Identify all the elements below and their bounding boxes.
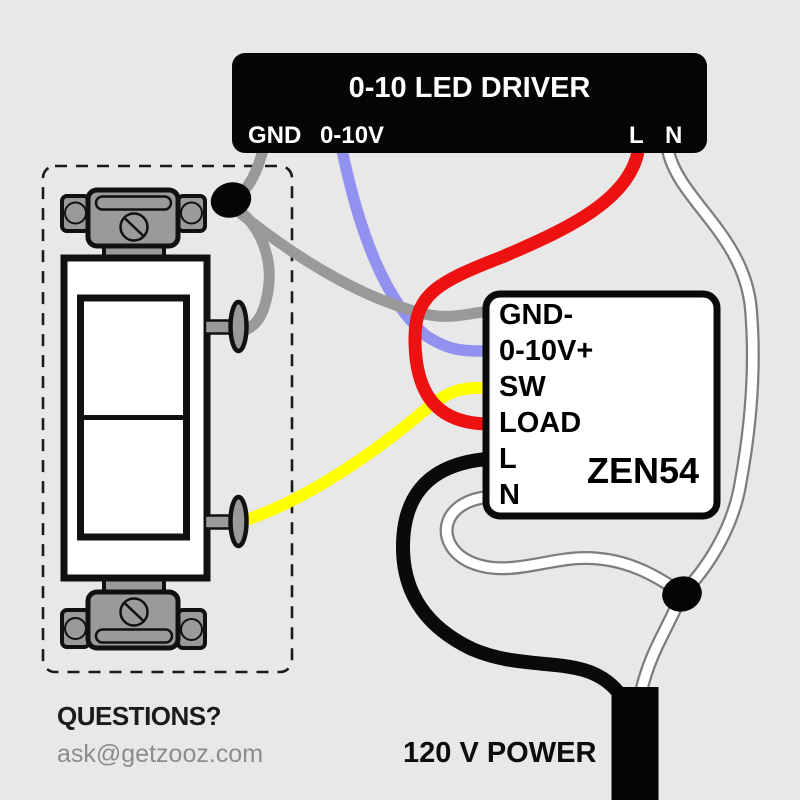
wire-hot-black (395, 452, 624, 697)
switch-top-right-ear-hole (180, 201, 203, 225)
questions-heading: QUESTIONS? (57, 701, 222, 731)
wire-gnd-to-zen54 (230, 203, 491, 322)
zen54-terminal-gnd: GND- (499, 299, 574, 331)
switch-top-terminal-stem (203, 319, 232, 335)
zen54-terminal-l: L (499, 443, 517, 475)
led-driver-terminal-gnd: GND (248, 122, 302, 149)
wire-neutral-from-driver (661, 148, 760, 597)
led-driver-terminal-0-10v: 0-10V (320, 122, 385, 149)
switch-bottom-left-ear-hole (64, 617, 87, 640)
switch-top-terminal-screw (228, 299, 249, 354)
wire-line-hot-red (408, 150, 645, 431)
zen54-box (482, 290, 721, 520)
switch-bottom-mount-slot (94, 628, 174, 644)
power-source-label: 120 V POWER (403, 737, 597, 769)
power-cable (611, 687, 659, 800)
wire-nut-ground-splice (210, 182, 252, 218)
switch-bottom-screw-slot (123, 602, 145, 622)
switch-top-screw-slot (123, 217, 145, 237)
support-email: ask@getzooz.com (57, 740, 264, 768)
led-driver-title: 0-10 LED DRIVER (348, 72, 591, 104)
zen54-model-label: ZEN54 (587, 450, 700, 491)
led-driver-terminal-l: L (629, 122, 644, 149)
zen54-terminal-load: LOAD (499, 407, 582, 439)
wire-neutral-from-zen54 (439, 490, 687, 600)
switch-bottom-terminal-stem (203, 514, 232, 530)
zen54-terminal-n: N (499, 479, 520, 511)
zen54-terminal-0-10v: 0-10V+ (499, 335, 594, 367)
wire-nut-neutral-splice (662, 576, 702, 612)
switch-top-left-ear-hole (64, 201, 87, 225)
switch-top-mount-slot (94, 195, 173, 211)
led-driver-terminal-n: N (665, 122, 683, 149)
wire-switch-yellow (241, 381, 491, 527)
switch-box-dashed-outline (41, 164, 294, 674)
wire-0-10v-signal (336, 148, 491, 357)
zen54-terminal-sw: SW (499, 371, 546, 403)
switch-bottom-terminal-screw (228, 494, 249, 549)
led-driver-box (232, 53, 707, 153)
switch-bottom-right-ear-hole (180, 618, 203, 641)
zen54-terminal-list: GND- 0-10V+ SW LOAD L N (499, 297, 593, 513)
